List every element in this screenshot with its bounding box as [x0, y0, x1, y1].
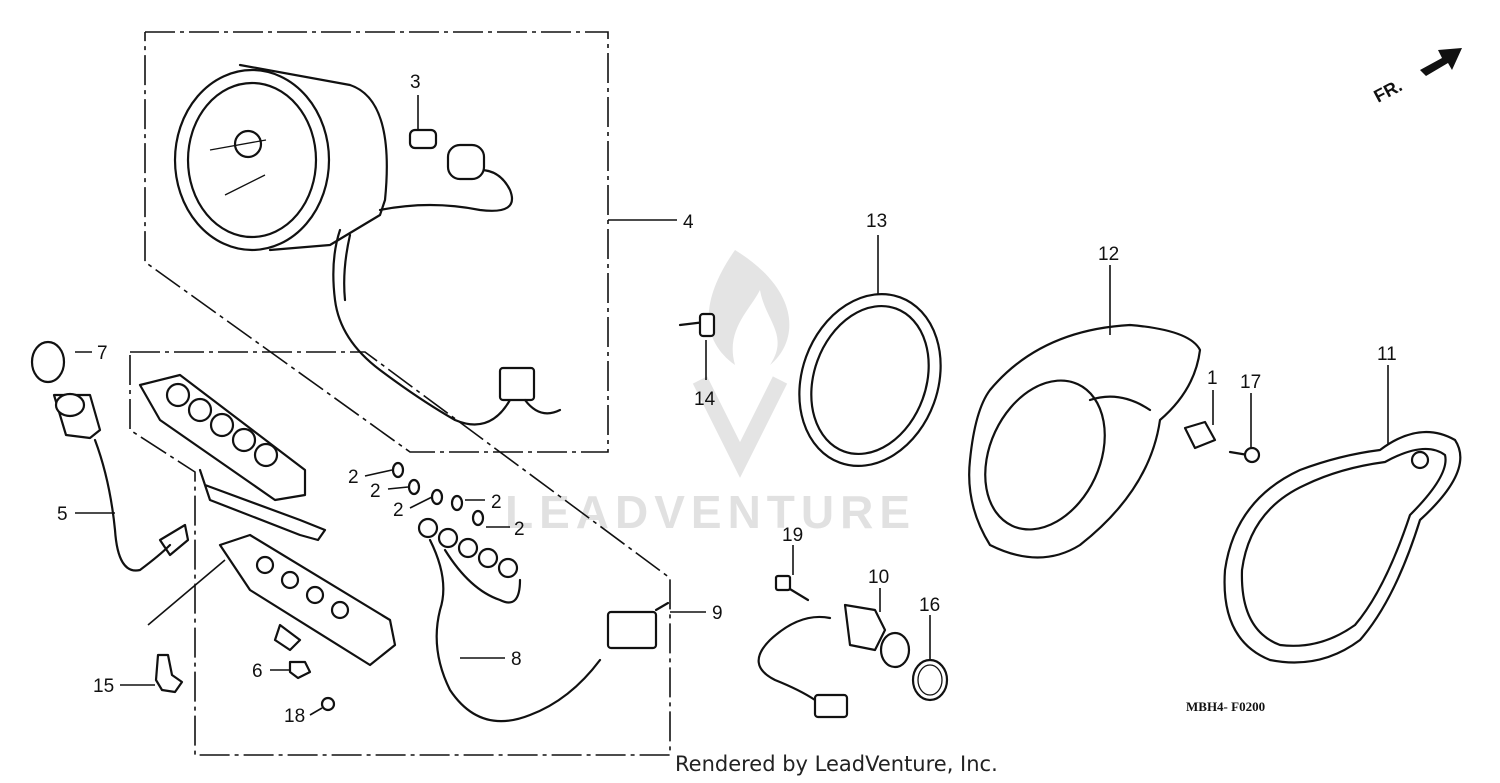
sensor-assembly: [757, 574, 911, 719]
assembly-frames: [129, 31, 671, 756]
callout-17: 17: [1240, 372, 1261, 393]
meter-ring: [798, 292, 942, 468]
indicator-panel: [218, 533, 397, 667]
callout-18: 18: [284, 706, 305, 727]
watermark-text: LEADVENTURE: [505, 486, 916, 538]
meter-gasket: [1223, 430, 1462, 664]
small-fasteners: [154, 653, 336, 712]
screw-14: [678, 312, 716, 338]
callout-2e: 2: [514, 519, 525, 540]
callout-7: 7: [97, 343, 108, 364]
indicator-housing: [138, 373, 327, 542]
socket-assembly: [30, 340, 190, 572]
callout-1: 1: [1207, 368, 1218, 389]
callout-3: 3: [410, 72, 421, 93]
callout-11: 11: [1377, 344, 1397, 365]
callout-6: 6: [252, 661, 263, 682]
callout-9: 9: [712, 603, 723, 624]
callout-8: 8: [511, 649, 522, 670]
nut-and-bolt: [1183, 420, 1261, 464]
callout-2d: 2: [491, 492, 502, 513]
render-credit: Rendered by LeadVenture, Inc.: [675, 752, 998, 776]
callout-12: 12: [1098, 244, 1119, 265]
diagram-code: MBH4- F0200: [1186, 699, 1265, 714]
callout-14: 14: [694, 389, 716, 410]
sub-harness: [417, 517, 670, 723]
callout-13: 13: [866, 211, 887, 232]
callout-2b: 2: [370, 481, 381, 502]
direction-label: FR.: [1370, 75, 1405, 106]
callout-10: 10: [868, 567, 889, 588]
callout-19: 19: [782, 525, 803, 546]
leadventure-watermark: LEADVENTURE: [505, 250, 916, 538]
callout-15: 15: [93, 676, 114, 697]
meter-visor: [968, 323, 1202, 559]
small-bulbs: [391, 461, 485, 527]
callout-2c: 2: [393, 500, 404, 521]
o-ring-16: [911, 658, 949, 702]
callout-2a: 2: [348, 467, 359, 488]
callout-5: 5: [57, 504, 68, 525]
callout-4: 4: [683, 212, 694, 233]
front-direction-arrow: FR.: [1370, 48, 1462, 107]
leader-lines: [75, 95, 1389, 716]
speedometer-assembly: [173, 63, 562, 426]
callout-16: 16: [919, 595, 940, 616]
callout-labels: 1 2 2 2 2 2 3 4 5 6 7 8 9 10 11 12 13 14…: [57, 72, 1397, 727]
